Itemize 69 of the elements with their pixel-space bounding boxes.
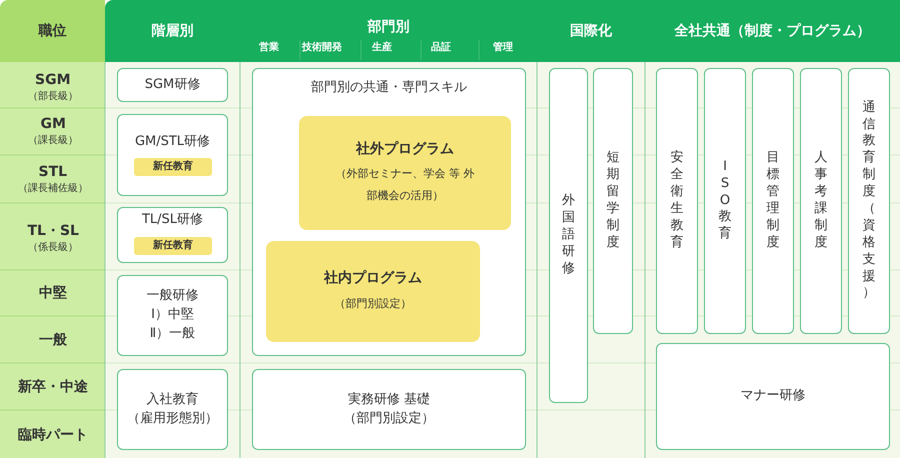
- box-text: 短期留学制度: [606, 150, 620, 252]
- column-subheader: 品証: [431, 42, 451, 54]
- box-text: 実務研修 基礎: [348, 390, 430, 409]
- program-box: [549, 68, 588, 403]
- box-text: 一般研修: [146, 287, 198, 306]
- program-box: [800, 68, 842, 334]
- program-box: [252, 68, 526, 356]
- box-text: GM/STL研修: [134, 133, 210, 151]
- box-text: 人事考課制度: [814, 150, 828, 252]
- list-item: Ⅱ）一般: [150, 324, 196, 343]
- column-header: [105, 0, 240, 62]
- row-subheader: （課長補佐級）: [18, 183, 88, 195]
- row-header: GM: [40, 116, 66, 132]
- program-box: [117, 114, 228, 196]
- row-header: 臨時パート: [18, 426, 88, 444]
- column-subheader: 営業: [259, 42, 279, 54]
- header-text: 職位: [38, 22, 66, 40]
- box-title: 社外プログラム: [356, 140, 454, 159]
- program-box: [117, 275, 228, 356]
- box-text: 安全衛生教育: [670, 150, 684, 252]
- box-text: ISO教育: [718, 158, 732, 244]
- row-header: 中堅: [39, 284, 67, 302]
- box-text: 通信教育制度（資格支援）: [862, 100, 876, 302]
- row-header: 新卒・中途: [18, 378, 88, 396]
- column-header: [645, 0, 900, 62]
- program-box: [656, 68, 698, 334]
- program-box: [117, 369, 228, 450]
- box-note: （雇用形態別）: [127, 410, 218, 428]
- box-title: 部門別の共通・専門スキル: [311, 79, 467, 97]
- column-subheader: 技術開発: [302, 42, 342, 54]
- header-text: 国際化: [570, 22, 612, 40]
- column-subheader: 生産: [372, 42, 392, 54]
- program-box: [117, 68, 228, 102]
- highlight-tag: [134, 158, 212, 176]
- header-text: 部門別: [368, 18, 410, 36]
- program-box: [656, 343, 890, 450]
- tag-text: 新任教育: [153, 160, 193, 174]
- row-subheader: （課長級）: [28, 135, 78, 147]
- program-box: [117, 207, 228, 263]
- row-header: TL・SL: [28, 222, 79, 240]
- box-text: SGM研修: [144, 76, 200, 94]
- list-item: Ⅰ）中堅: [151, 306, 194, 324]
- program-box: [299, 116, 511, 230]
- box-note: （部門別設定）: [344, 410, 434, 428]
- column-subheader: 管理: [493, 42, 513, 54]
- header-text: 階層別: [152, 22, 194, 40]
- program-box: [704, 68, 746, 334]
- box-text: TL/SL研修: [142, 211, 204, 229]
- row-header: SGM: [35, 72, 71, 88]
- box-title: 社内プログラム: [324, 269, 422, 288]
- box-text: 目標管理制度: [766, 150, 780, 252]
- column-header: [0, 0, 105, 62]
- row-header: STL: [38, 164, 68, 180]
- row-header: 一般: [39, 332, 67, 348]
- highlight-tag: [134, 237, 212, 255]
- program-box: [848, 68, 890, 334]
- header-text: 全社共通（制度・プログラム）: [674, 22, 870, 40]
- row-subheader: （係長級）: [28, 242, 78, 254]
- program-box: [752, 68, 794, 334]
- box-note: （部門別設定）: [334, 296, 412, 312]
- box-text: 外国語研修: [562, 193, 575, 278]
- program-box: [252, 369, 526, 450]
- box-note: （外部セミナー、学会 等 外部機会の活用）: [334, 166, 476, 204]
- row-subheader: （部長級）: [28, 91, 78, 103]
- program-box: [266, 241, 480, 342]
- tag-text: 新任教育: [153, 238, 193, 253]
- box-text: 入社教育: [146, 390, 198, 409]
- program-box: [593, 68, 633, 334]
- box-text: マナー研修: [740, 387, 806, 406]
